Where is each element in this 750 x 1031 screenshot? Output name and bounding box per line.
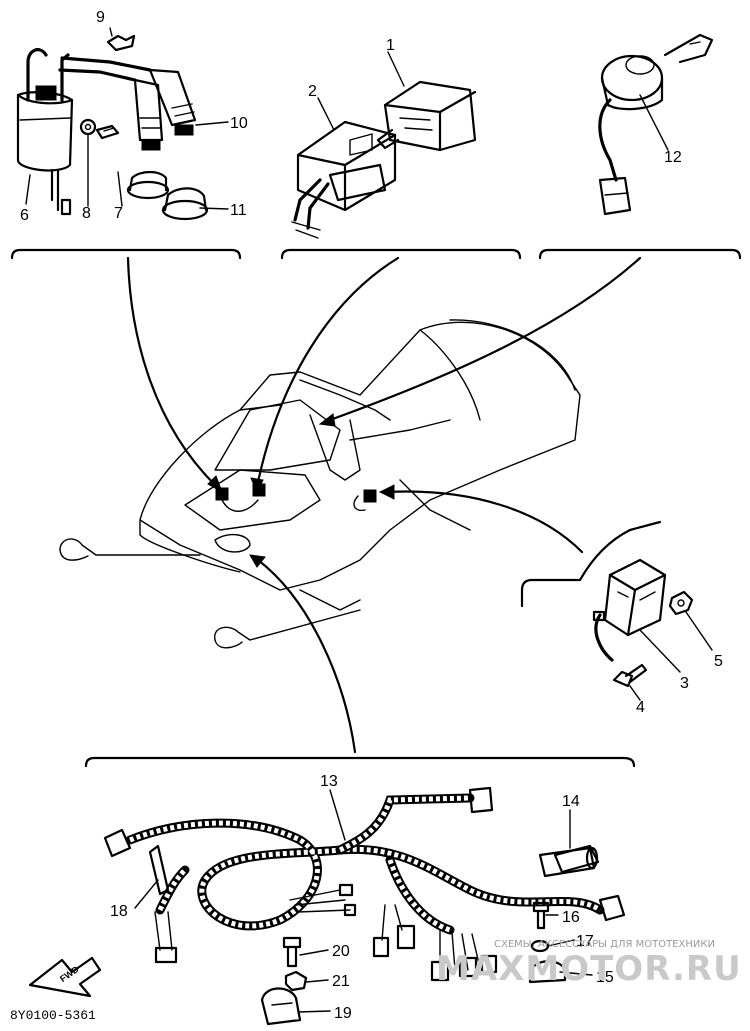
part-number-9: 9 (96, 9, 105, 26)
screw-4 (612, 663, 648, 688)
part-number-3: 3 (680, 675, 689, 692)
part-number-20: 20 (332, 943, 350, 960)
part-number-7: 7 (114, 205, 123, 222)
part-numbers: 1 2 3 4 5 6 7 8 9 10 11 12 13 14 15 16 1… (20, 9, 723, 1022)
regulator (592, 558, 667, 662)
part-number-16: 16 (562, 909, 580, 926)
screw-7 (95, 124, 120, 140)
snowmobile-outline (59, 319, 581, 649)
watermark: СХЕМЫ, АКСЕССУАРЫ ДЛЯ МОТОТЕХНИКИ MAXMOT… (436, 939, 742, 989)
leader-harness-arrowhead (249, 554, 266, 568)
part-number-11: 11 (230, 202, 247, 219)
part-number-5: 5 (714, 653, 723, 670)
bolt-8 (79, 118, 97, 136)
frame-cdi-group (280, 248, 522, 260)
nut-21 (284, 970, 308, 992)
part-number-12: 12 (664, 149, 682, 166)
rubber-cap-11 (161, 187, 209, 221)
leader-regulator-to-machine (386, 490, 584, 554)
part-number-14: 14 (562, 793, 580, 810)
wire-clamp (106, 34, 136, 52)
part-number-4: 4 (636, 699, 645, 716)
bolt-16 (532, 901, 550, 930)
part-number-17: 17 (576, 933, 594, 950)
part-number-15: 15 (596, 969, 614, 986)
part-number-18: 18 (110, 903, 128, 920)
cdi-unit (376, 80, 477, 152)
main-switch (598, 33, 714, 216)
part-number-1: 1 (386, 37, 395, 54)
spark-plug-caps (58, 56, 197, 151)
cdi-bracket (291, 120, 397, 239)
nut-5 (668, 590, 694, 616)
bolt-20 (282, 936, 302, 968)
watermark-big-text: MAXMOTOR.RU (436, 949, 742, 989)
part-number-6: 6 (20, 207, 29, 224)
clamp-15 (528, 960, 567, 984)
part-number-10: 10 (230, 115, 248, 132)
ignition-coil (16, 48, 74, 216)
part-number-2: 2 (308, 83, 317, 100)
cable-band-18 (148, 844, 170, 896)
leader-harness-to-machine (256, 558, 357, 754)
wire-sleeve-14 (538, 846, 599, 878)
leader-cdi-to-machine (256, 256, 400, 484)
leader-regulator-arrowhead (378, 484, 395, 500)
watermark-small-text: СХЕМЫ, АКСЕССУАРЫ ДЛЯ МОТОТЕХНИКИ (494, 939, 715, 950)
leader-switch-to-machine (328, 256, 642, 422)
clamp-19 (260, 987, 302, 1026)
frame-wire-harness-group (84, 756, 636, 768)
frame-main-switch-group (538, 248, 742, 260)
leader-coil-to-machine (126, 256, 217, 487)
diagram-id: 8Y0100-5361 (10, 1008, 96, 1023)
part-number-leaders (25, 27, 713, 1013)
part-number-8: 8 (82, 205, 91, 222)
frame-regulator-group (520, 520, 662, 608)
part-number-19: 19 (334, 1005, 352, 1022)
part-number-21: 21 (332, 973, 350, 990)
wire-harness (103, 786, 626, 982)
forward-arrow-icon: FWD (28, 956, 102, 998)
frame-ignition-coil-group (10, 248, 242, 260)
rubber-cap-7 (126, 170, 170, 200)
part-number-13: 13 (320, 773, 338, 790)
